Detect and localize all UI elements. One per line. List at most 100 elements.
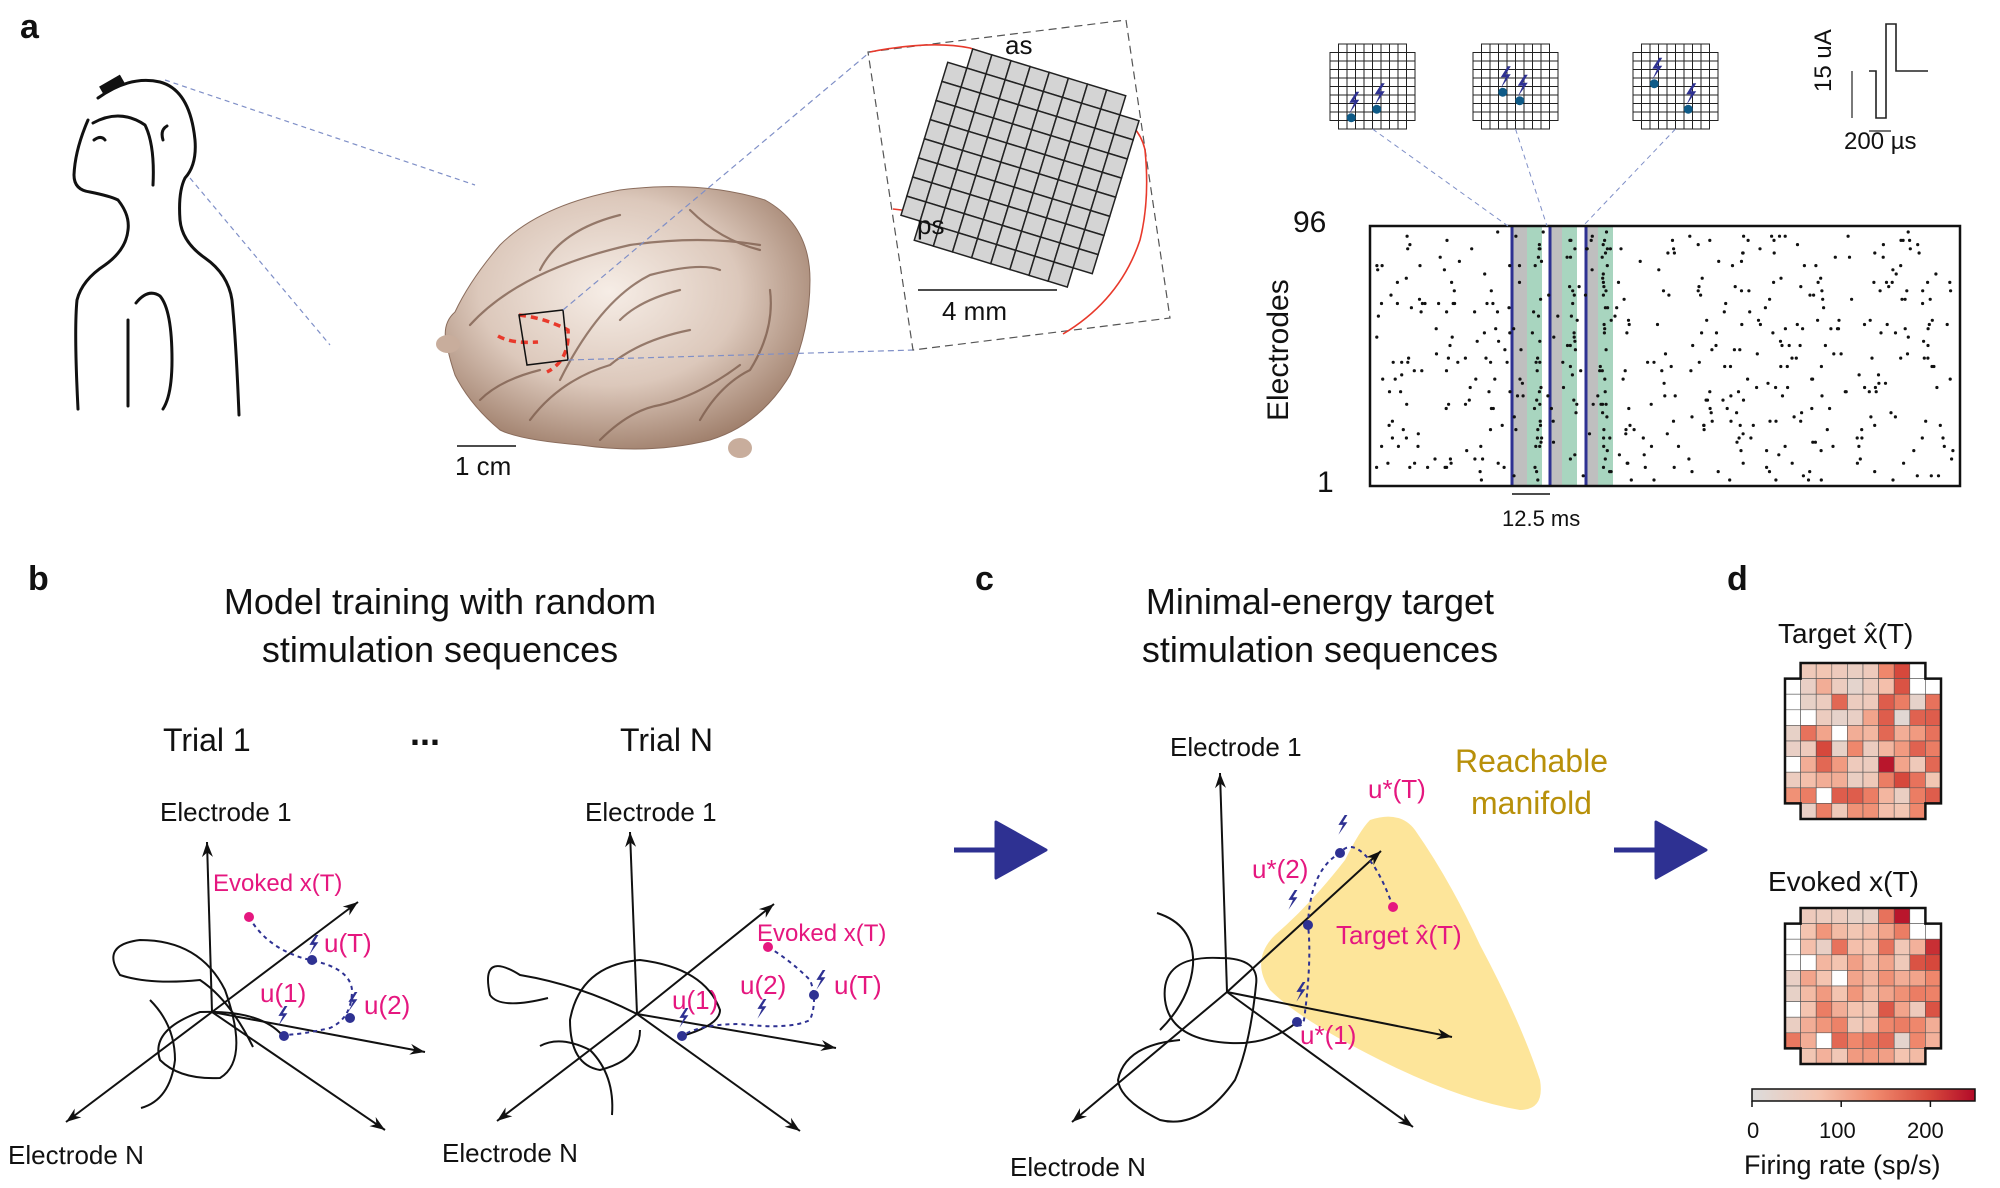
c-u2-label: u*(2) [1252, 854, 1309, 884]
spike-dot [1837, 318, 1841, 322]
spike-dot [1687, 457, 1691, 461]
spike-dot [1801, 327, 1805, 331]
spike-dot [1540, 436, 1544, 440]
spike-dot [1887, 285, 1891, 289]
spike-dot [1723, 364, 1727, 369]
spike-dot [1908, 247, 1912, 251]
spike-dot [1605, 264, 1609, 268]
heatmap-cell [1893, 923, 1911, 940]
spike-dot [1702, 423, 1706, 427]
spike-dot [1700, 276, 1704, 280]
spike-dot [1387, 390, 1392, 394]
lightning-bolt-icon [1652, 57, 1663, 80]
heatmap-cell [1784, 725, 1801, 742]
spike-dot [1375, 264, 1379, 268]
spike-dot [1672, 247, 1676, 251]
spike-dot [1406, 247, 1410, 251]
spike-dot [1583, 293, 1588, 297]
heatmap-cell [1800, 725, 1817, 742]
inset-frame [867, 19, 1171, 351]
heatmap-cell [1800, 756, 1817, 773]
heatmap-cell [1831, 938, 1848, 956]
spike-dot [1602, 285, 1606, 289]
heatmap-cell [1893, 803, 1911, 820]
heatmap-cell [1784, 970, 1801, 987]
panelc-state-space [1071, 772, 1541, 1128]
spike-dot [1408, 243, 1412, 247]
spike-dot [1663, 352, 1668, 356]
heatmap-cell [1909, 970, 1926, 987]
spike-dot [1671, 419, 1676, 423]
spike-dot [1449, 461, 1453, 465]
heatmap-cell [1909, 1001, 1926, 1018]
flow-arrow-head [1654, 820, 1708, 880]
spike-dot [1587, 432, 1592, 436]
heatmap-cell [1862, 1048, 1879, 1065]
spike-dot [1893, 415, 1897, 419]
heatmap-cell [1847, 954, 1864, 971]
spike-dot [1552, 335, 1556, 339]
spike-dot [1475, 339, 1479, 343]
heatmap-cell [1784, 709, 1801, 726]
spike-dot [1926, 327, 1930, 331]
spike-dot [1450, 280, 1454, 284]
heatmap-cell [1925, 1001, 1942, 1018]
spike-dot [1491, 301, 1495, 306]
spike-dot [1649, 444, 1654, 448]
heatmap-cell [1847, 771, 1864, 789]
spike-dot [1863, 385, 1867, 390]
spike-dot [1714, 331, 1719, 335]
heatmap-cell [1784, 678, 1801, 695]
spike-dot [1755, 385, 1759, 390]
spike-dot [1601, 243, 1605, 247]
spike-dot [1655, 322, 1660, 327]
spike-dot [1820, 289, 1824, 293]
spike-dot [1899, 264, 1903, 268]
spike-dot [1434, 327, 1438, 331]
spike-dot [1638, 259, 1642, 263]
panel-c-title: Minimal-energy target stimulation sequen… [1060, 578, 1580, 674]
spike-dot [1606, 306, 1610, 310]
spike-dot [1850, 297, 1854, 301]
spike-dot [1538, 339, 1542, 343]
spike-dot [1494, 327, 1498, 331]
colorbar-label: Firing rate (sp/s) [1744, 1150, 1941, 1180]
spike-dot [1790, 461, 1794, 465]
spike-dot [1758, 322, 1762, 327]
spike-dot [1902, 461, 1906, 465]
spike-dot [1573, 339, 1577, 343]
spike-dot [1404, 276, 1408, 280]
spike-dot [1502, 465, 1506, 469]
zoom-guide-line [1515, 128, 1548, 227]
heatmap-cell [1784, 923, 1801, 940]
spike-dot [1601, 272, 1605, 276]
spike-dot [1799, 419, 1803, 423]
c-axisN-label: Electrode N [1010, 1152, 1146, 1182]
heatmap-cell [1862, 970, 1879, 987]
spike-dot [1741, 432, 1745, 436]
heatmap-cell [1862, 954, 1879, 971]
heatmap-cell [1893, 954, 1911, 971]
c-target-label: Target x̂(T) [1336, 920, 1462, 950]
spike-dot [1772, 238, 1776, 242]
spike-dot [1774, 419, 1778, 423]
spike-dot [1604, 230, 1609, 234]
spike-dot [1891, 268, 1895, 272]
spike-dot [1503, 348, 1507, 352]
grid-electrode [1406, 111, 1416, 121]
heatmap-cell [1862, 923, 1879, 940]
heatmap-cell [1925, 970, 1942, 987]
spike-dot [1616, 280, 1621, 284]
heatmap-cell [1847, 907, 1864, 924]
spike-dot [1538, 360, 1542, 364]
spike-dot [1725, 406, 1729, 411]
spike-dot [1768, 419, 1772, 423]
spike-dot [1445, 310, 1449, 314]
heatmap-cell [1784, 954, 1801, 971]
lightning-bolt-icon [679, 1008, 689, 1028]
heatmap-cell [1909, 954, 1926, 971]
heatmap-cell [1831, 954, 1848, 971]
panel-c-title-line1: Minimal-energy target [1145, 581, 1495, 622]
spike-dot [1846, 234, 1850, 238]
